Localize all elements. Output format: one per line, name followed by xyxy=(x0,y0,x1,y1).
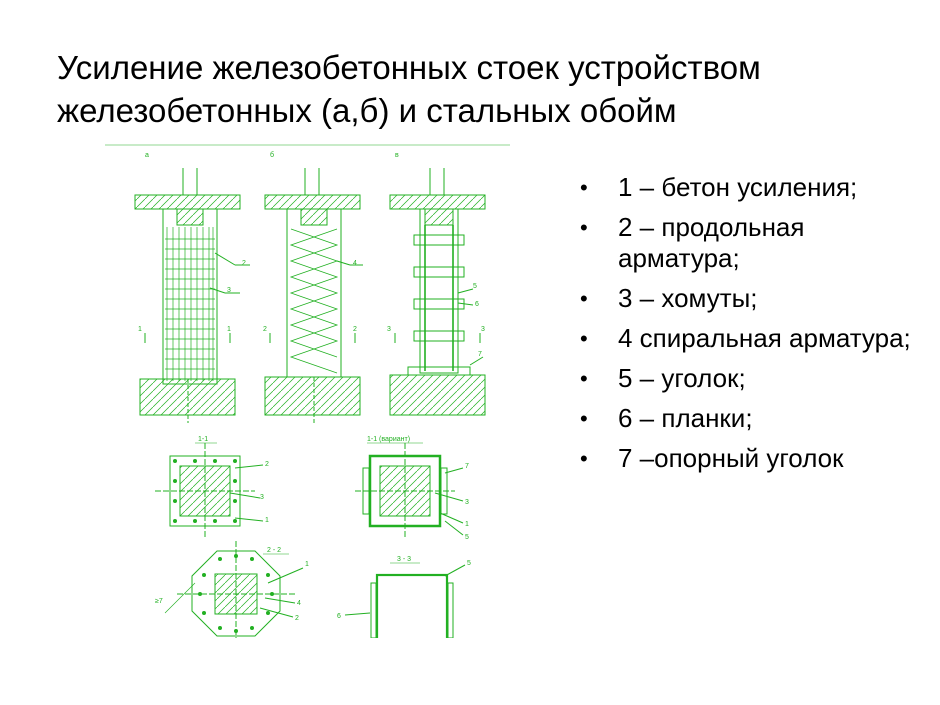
callout-v-3-left: 3 xyxy=(387,326,391,333)
reinforcement-drawing: а б в 2 3 1 1 4 2 2 5 6 3 3 7 1-1 1-1 (в… xyxy=(105,143,510,638)
callout-s11v-1: 1 xyxy=(465,521,469,528)
callout-s11-1: 1 xyxy=(265,517,269,524)
bullet-icon: • xyxy=(580,175,588,200)
view-label-a: а xyxy=(145,152,149,159)
legend-item: • 3 – хомуты; xyxy=(580,283,920,314)
section-1-1-variant xyxy=(355,442,464,538)
legend-item-text: 3 – хомуты; xyxy=(618,283,758,313)
bullet-icon: • xyxy=(580,366,588,391)
callout-s11-3: 3 xyxy=(260,494,264,501)
callout-s11v-3: 3 xyxy=(465,499,469,506)
callout-a-1-left: 1 xyxy=(138,326,142,333)
callout-s11v-7: 7 xyxy=(465,463,469,470)
callout-b-2-left: 2 xyxy=(263,326,267,333)
view-label-b: б xyxy=(270,151,274,159)
legend-item-text: 2 – продольная арматура; xyxy=(618,212,805,273)
callout-s33-6: 6 xyxy=(337,613,341,620)
title-line-2: железобетонных (а,б) и стальных обойм xyxy=(57,92,677,129)
bullet-icon: • xyxy=(580,446,588,471)
legend-item: • 5 – уголок; xyxy=(580,363,920,394)
callout-s11v-5: 5 xyxy=(465,534,469,541)
section-label-1-1: 1-1 xyxy=(198,436,208,443)
callout-a-1-right: 1 xyxy=(227,326,231,333)
legend-item: • 4 спиральная арматура; xyxy=(580,323,920,354)
section-label-2-2: 2 - 2 xyxy=(267,547,281,554)
slide-title: Усиление железобетонных стоек устройство… xyxy=(57,46,897,132)
section-label-3-3: 3 - 3 xyxy=(397,556,411,563)
bullet-icon: • xyxy=(580,215,588,240)
bullet-icon: • xyxy=(580,406,588,431)
callout-b-4: 4 xyxy=(353,260,357,267)
callout-v-7: 7 xyxy=(478,351,482,358)
view-a-column xyxy=(134,168,250,423)
callout-v-5: 5 xyxy=(473,283,477,290)
callout-a-3: 3 xyxy=(227,287,231,294)
callout-s22-angle: ≥7 xyxy=(155,598,163,605)
legend-item: • 2 – продольная арматура; xyxy=(580,212,920,274)
legend-item: • 7 –опорный уголок xyxy=(580,443,920,474)
view-b-column xyxy=(264,168,363,423)
legend-item-text: 6 – планки; xyxy=(618,403,753,433)
callout-s22-2: 2 xyxy=(295,615,299,622)
bullet-icon: • xyxy=(580,286,588,311)
section-2-2 xyxy=(164,541,304,638)
section-1-1 xyxy=(155,442,264,538)
callout-s22-1: 1 xyxy=(305,561,309,568)
legend-item-text: 7 –опорный уголок xyxy=(618,443,844,473)
legend-item-text: 5 – уголок; xyxy=(618,363,746,393)
legend-item-text: 1 – бетон усиления; xyxy=(618,172,858,202)
view-v-column xyxy=(389,168,486,416)
callout-v-3-right: 3 xyxy=(481,326,485,333)
callout-v-6: 6 xyxy=(475,301,479,308)
section-2-2-rebars xyxy=(198,554,274,633)
callout-b-2-right: 2 xyxy=(353,326,357,333)
section-3-3 xyxy=(344,562,466,638)
legend-list: • 1 – бетон усиления; • 2 – продольная арм… xyxy=(580,172,920,483)
legend-item: • 6 – планки; xyxy=(580,403,920,434)
callout-s11-2: 2 xyxy=(265,461,269,468)
callout-s33-5: 5 xyxy=(467,560,471,567)
section-label-1-1-variant: 1-1 (вариант) xyxy=(367,436,410,443)
drawing-labels: а б в 2 3 1 1 4 2 2 5 6 3 3 7 1-1 1-1 (в… xyxy=(138,151,485,622)
title-line-1: Усиление железобетонных стоек устройство… xyxy=(57,49,761,86)
callout-a-2: 2 xyxy=(242,260,246,267)
section-1-1-rebars xyxy=(173,459,237,523)
callout-s22-4: 4 xyxy=(297,600,301,607)
legend-item: • 1 – бетон усиления; xyxy=(580,172,920,203)
legend-item-text: 4 спиральная арматура; xyxy=(618,323,911,353)
view-label-v: в xyxy=(395,152,399,159)
bullet-icon: • xyxy=(580,326,588,351)
